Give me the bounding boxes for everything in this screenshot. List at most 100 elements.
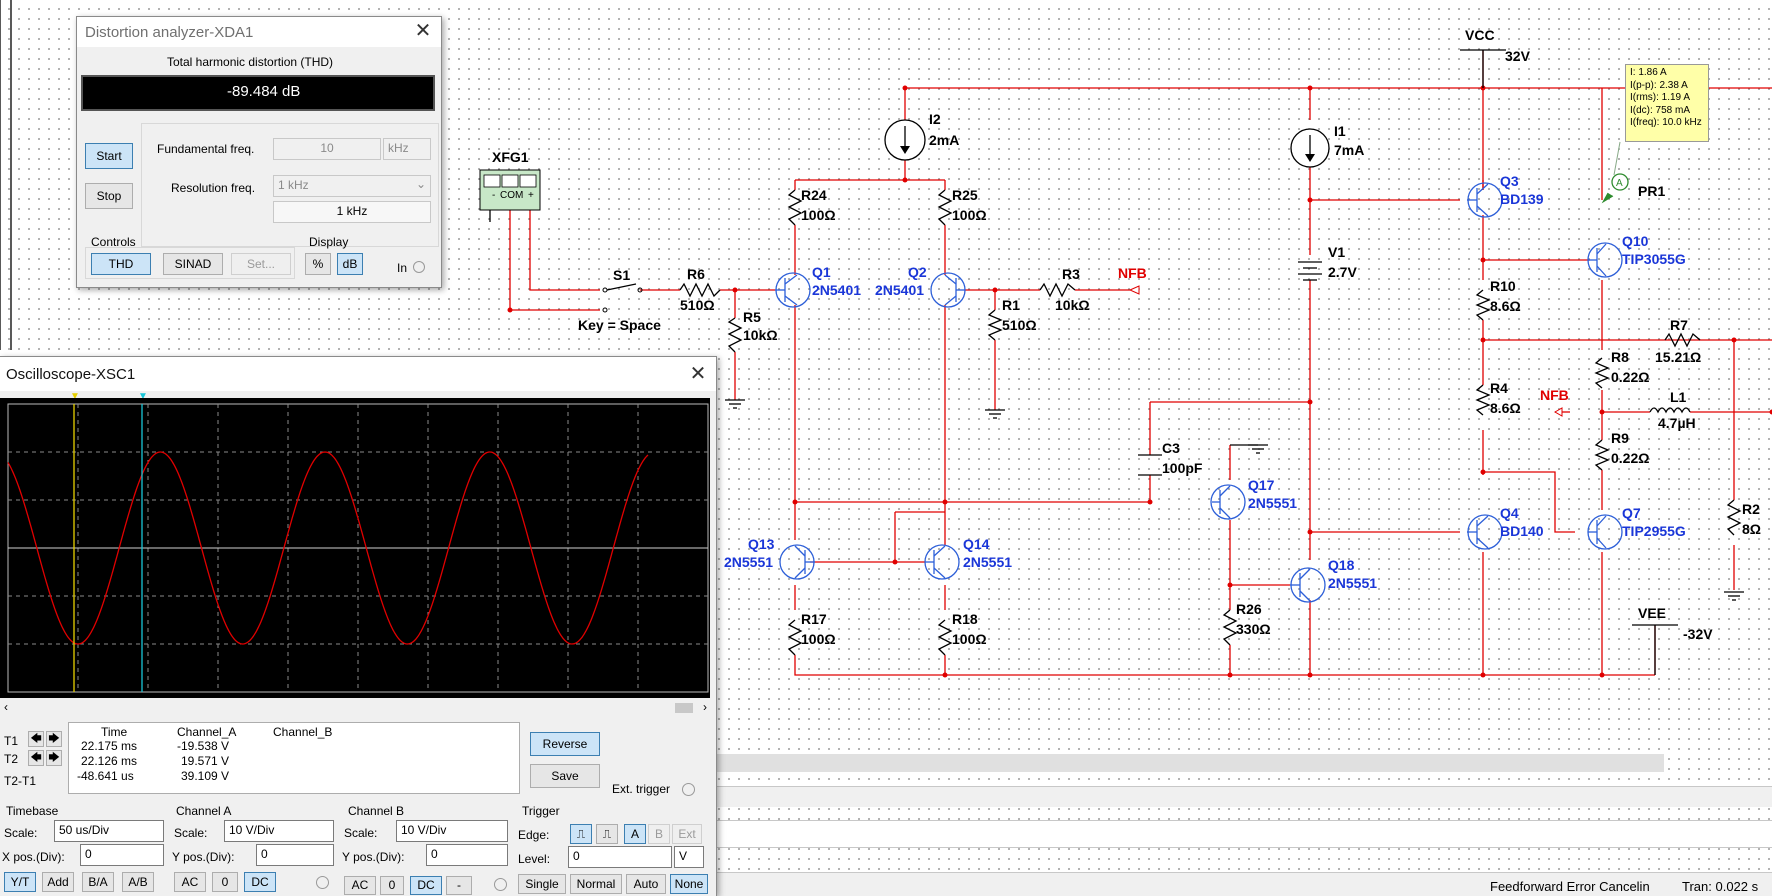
svg-text:8.6Ω: 8.6Ω	[1490, 298, 1521, 314]
thd-mode-button[interactable]: THD	[91, 253, 151, 275]
t2-right-arrow-icon[interactable]: 🡆	[46, 750, 62, 766]
resistor-r18[interactable]: R18 100Ω	[939, 611, 987, 655]
t1-left-arrow-icon[interactable]: 🡄	[28, 731, 44, 747]
channel-b-zero-button[interactable]: 0	[380, 876, 404, 895]
percent-display-button[interactable]: %	[305, 253, 331, 275]
trigger-source-a-button[interactable]: A	[624, 824, 646, 844]
ba-mode-button[interactable]: B/A	[82, 872, 114, 892]
ext-trigger-terminal-icon[interactable]	[682, 783, 695, 796]
svg-text:V1: V1	[1328, 244, 1345, 260]
resistor-r9[interactable]: R9 0.22Ω	[1596, 430, 1649, 470]
transistor-q14[interactable]: Q14 2N5551	[925, 536, 1012, 579]
close-icon[interactable]: ✕	[686, 363, 710, 387]
probe-line: I(rms): 1.19 A	[1630, 92, 1704, 105]
channel-a-ypos-input[interactable]: 0	[256, 844, 334, 866]
set-button[interactable]: Set...	[231, 253, 291, 275]
t1-right-arrow-icon[interactable]: 🡆	[46, 731, 62, 747]
resistor-r4[interactable]: R4 8.6Ω	[1477, 380, 1521, 416]
single-trigger-button[interactable]: Single	[518, 874, 566, 894]
transistor-q10[interactable]: Q10 TIP3055G	[1588, 233, 1686, 277]
transistor-q2[interactable]: Q2 2N5401	[875, 264, 965, 307]
trigger-source-b-button[interactable]: B	[648, 824, 670, 844]
channel-b-ac-button[interactable]: AC	[344, 876, 376, 895]
transistor-q17[interactable]: Q17 2N5551	[1211, 445, 1297, 519]
ab-mode-button[interactable]: A/B	[122, 872, 154, 892]
add-mode-button[interactable]: Add	[42, 872, 74, 892]
channel-a-ac-button[interactable]: AC	[174, 872, 206, 892]
start-button[interactable]: Start	[85, 143, 133, 169]
t2-left-arrow-icon[interactable]: 🡄	[28, 750, 44, 766]
transistor-q18[interactable]: Q18 2N5551	[1290, 557, 1377, 602]
fundamental-freq-input[interactable]: 10	[273, 138, 381, 160]
save-button[interactable]: Save	[530, 764, 600, 788]
horizontal-scrollbar[interactable]	[634, 754, 1664, 772]
scroll-thumb[interactable]	[675, 703, 693, 713]
auto-trigger-button[interactable]: Auto	[626, 874, 666, 894]
resistor-r7[interactable]: R7 15.21Ω	[1655, 317, 1701, 365]
sinad-mode-button[interactable]: SINAD	[163, 253, 223, 275]
channel-a-zero-button[interactable]: 0	[212, 872, 238, 892]
vee-symbol[interactable]: VEE -32V	[1632, 605, 1713, 675]
reverse-button[interactable]: Reverse	[530, 732, 600, 756]
window-titlebar[interactable]: Oscilloscope-XSC1 ✕	[0, 357, 716, 391]
normal-trigger-button[interactable]: Normal	[570, 874, 622, 894]
transistor-q13[interactable]: Q13 2N5551	[724, 536, 815, 579]
close-icon[interactable]: ✕	[411, 20, 435, 44]
row-label-t1: T1	[4, 734, 18, 748]
db-display-button[interactable]: dB	[337, 253, 363, 275]
channel-b-scale-input[interactable]: 10 V/Div	[396, 820, 508, 842]
none-trigger-button[interactable]: None	[670, 874, 708, 894]
input-terminal-icon[interactable]	[413, 261, 425, 273]
resistor-r26[interactable]: R26 330Ω	[1224, 601, 1271, 645]
trigger-source-ext-button[interactable]: Ext	[672, 824, 702, 844]
resistor-r24[interactable]: R24 100Ω	[789, 187, 836, 225]
resistor-r25[interactable]: R25 100Ω	[939, 187, 987, 225]
row-label-t2-t1: T2-T1	[4, 774, 36, 788]
falling-edge-icon[interactable]: ⎍	[596, 824, 618, 844]
trigger-level-unit[interactable]: V	[674, 846, 704, 868]
transistor-q1[interactable]: Q1 2N5401	[775, 264, 861, 307]
transistor-q4[interactable]: Q4 BD140	[1467, 505, 1544, 549]
channel-a-terminal-icon[interactable]	[316, 876, 329, 889]
t2-time: 22.126 ms	[81, 754, 137, 768]
scroll-right-icon[interactable]: ›	[703, 700, 707, 714]
distortion-analyzer-window[interactable]: Distortion analyzer-XDA1 ✕ Total harmoni…	[76, 16, 442, 288]
channel-b-invert-button[interactable]: -	[446, 876, 472, 895]
rising-edge-icon[interactable]: ⎍	[570, 824, 592, 844]
resistor-r17[interactable]: R17 100Ω	[789, 611, 836, 655]
oscilloscope-display[interactable]	[0, 398, 710, 698]
scroll-left-icon[interactable]: ‹	[4, 700, 8, 714]
resistor-r2[interactable]: R2 8Ω	[1724, 500, 1761, 600]
channel-b-terminal-icon[interactable]	[494, 878, 507, 891]
timebase-xpos-input[interactable]: 0	[80, 844, 164, 866]
stop-button[interactable]: Stop	[85, 183, 133, 209]
resistor-r1[interactable]: R1 510Ω	[985, 297, 1037, 418]
scope-h-scrollbar[interactable]: ‹ ›	[0, 700, 716, 716]
trigger-level-input[interactable]: 0	[568, 846, 672, 868]
vcc-symbol[interactable]: VCC 32V	[1460, 27, 1531, 88]
resolution-freq-select[interactable]: 1 kHz ⌄	[273, 175, 431, 197]
current-source-i1[interactable]: I1 7mA	[1291, 123, 1364, 167]
fundamental-freq-unit[interactable]: kHz	[383, 138, 431, 160]
channel-a-scale-input[interactable]: 10 V/Div	[224, 820, 334, 842]
cursor-panel: T1 T2 T2-T1 🡄 🡆 🡄 🡆 Time Channel_A Chann…	[0, 716, 716, 895]
channel-b-dc-button[interactable]: DC	[410, 876, 442, 895]
resistor-r8[interactable]: R8 0.22Ω	[1596, 349, 1649, 388]
window-titlebar[interactable]: Distortion analyzer-XDA1 ✕	[77, 17, 441, 47]
timebase-scale-input[interactable]: 50 us/Div	[54, 820, 164, 842]
channel-a-dc-button[interactable]: DC	[244, 872, 276, 892]
channel-b-ypos-input[interactable]: 0	[426, 844, 508, 866]
yt-mode-button[interactable]: Y/T	[4, 872, 36, 892]
resistor-r5[interactable]: R5 10kΩ	[725, 309, 778, 408]
switch-s1[interactable]: S1 Key = Space	[578, 267, 661, 333]
capacitor-c3[interactable]: C3 100pF	[1138, 440, 1203, 476]
transistor-q3[interactable]: Q3 BD139	[1467, 173, 1544, 217]
resistor-r6[interactable]: R6 510Ω	[680, 266, 720, 313]
resistor-r10[interactable]: R10 8.6Ω	[1477, 278, 1521, 320]
current-probe-pr1[interactable]: A PR1	[1603, 142, 1665, 202]
voltage-source-v1[interactable]: V1 2.7V	[1298, 244, 1357, 280]
inductor-l1[interactable]: L1 4.7µH	[1650, 389, 1696, 431]
svg-text:R10: R10	[1490, 278, 1516, 294]
current-source-i2[interactable]: I2 2mA	[885, 111, 959, 160]
transistor-q7[interactable]: Q7 TIP2955G	[1588, 505, 1686, 549]
